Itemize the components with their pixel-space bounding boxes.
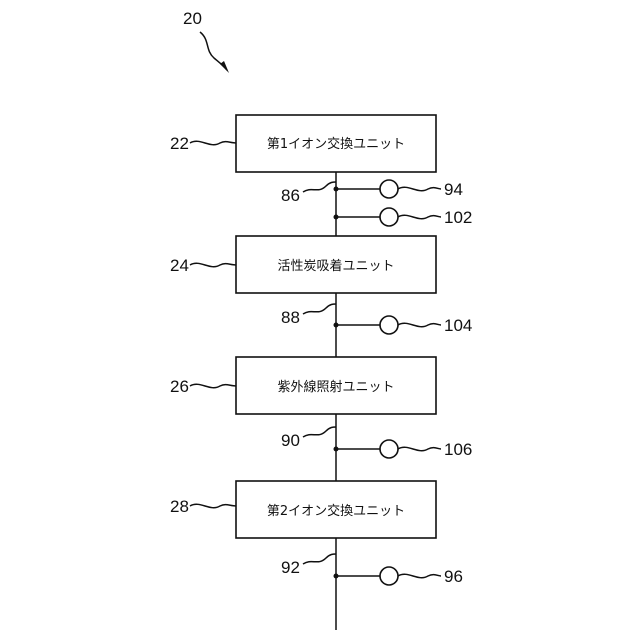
line-88-leader xyxy=(303,304,336,314)
line-88: 88 104 xyxy=(281,304,472,335)
unit-26-leader xyxy=(190,384,236,387)
valve-104 xyxy=(380,316,398,334)
unit-22-ref: 22 xyxy=(170,134,189,153)
unit-24-label: 活性炭吸着ユニット xyxy=(277,258,394,274)
valve-94-ref: 94 xyxy=(444,180,463,199)
line-86-leader xyxy=(303,182,336,192)
unit-24: 活性炭吸着ユニット 24 xyxy=(170,236,436,293)
valve-102-leader xyxy=(398,215,441,218)
unit-22-leader xyxy=(190,141,236,144)
valve-102-ref: 102 xyxy=(444,208,472,227)
unit-28-leader xyxy=(190,504,236,507)
unit-26: 紫外線照射ユニット 26 xyxy=(170,357,436,414)
line-90-leader xyxy=(303,427,336,437)
line-86: 86 94 102 xyxy=(281,180,472,227)
unit-24-leader xyxy=(190,263,236,266)
unit-24-ref: 24 xyxy=(170,256,189,275)
line-92-leader xyxy=(303,554,336,564)
unit-28-label: 第2イオン交換ユニット xyxy=(267,503,405,519)
unit-28: 第2イオン交換ユニット 28 xyxy=(170,481,436,538)
figure-ref-arrowhead xyxy=(220,61,229,73)
valve-96-leader xyxy=(398,574,441,577)
valve-94 xyxy=(380,180,398,198)
valve-104-leader xyxy=(398,323,441,326)
unit-26-label: 紫外線照射ユニット xyxy=(277,379,394,395)
unit-28-ref: 28 xyxy=(170,497,189,516)
line-90-ref: 90 xyxy=(281,431,300,450)
valve-96 xyxy=(380,567,398,585)
valve-96-ref: 96 xyxy=(444,567,463,586)
valve-102 xyxy=(380,208,398,226)
line-88-ref: 88 xyxy=(281,308,300,327)
valve-106-ref: 106 xyxy=(444,440,472,459)
line-90: 90 106 xyxy=(281,427,472,459)
line-86-ref: 86 xyxy=(281,186,300,205)
valve-106 xyxy=(380,440,398,458)
unit-22-label: 第1イオン交換ユニット xyxy=(267,136,405,152)
figure-ref: 20 xyxy=(183,9,202,28)
valve-106-leader xyxy=(398,447,441,450)
valve-104-ref: 104 xyxy=(444,316,472,335)
line-92-ref: 92 xyxy=(281,558,300,577)
unit-26-ref: 26 xyxy=(170,377,189,396)
valve-94-leader xyxy=(398,187,441,190)
unit-22: 第1イオン交換ユニット 22 xyxy=(170,115,436,172)
line-92: 92 96 xyxy=(281,554,463,586)
